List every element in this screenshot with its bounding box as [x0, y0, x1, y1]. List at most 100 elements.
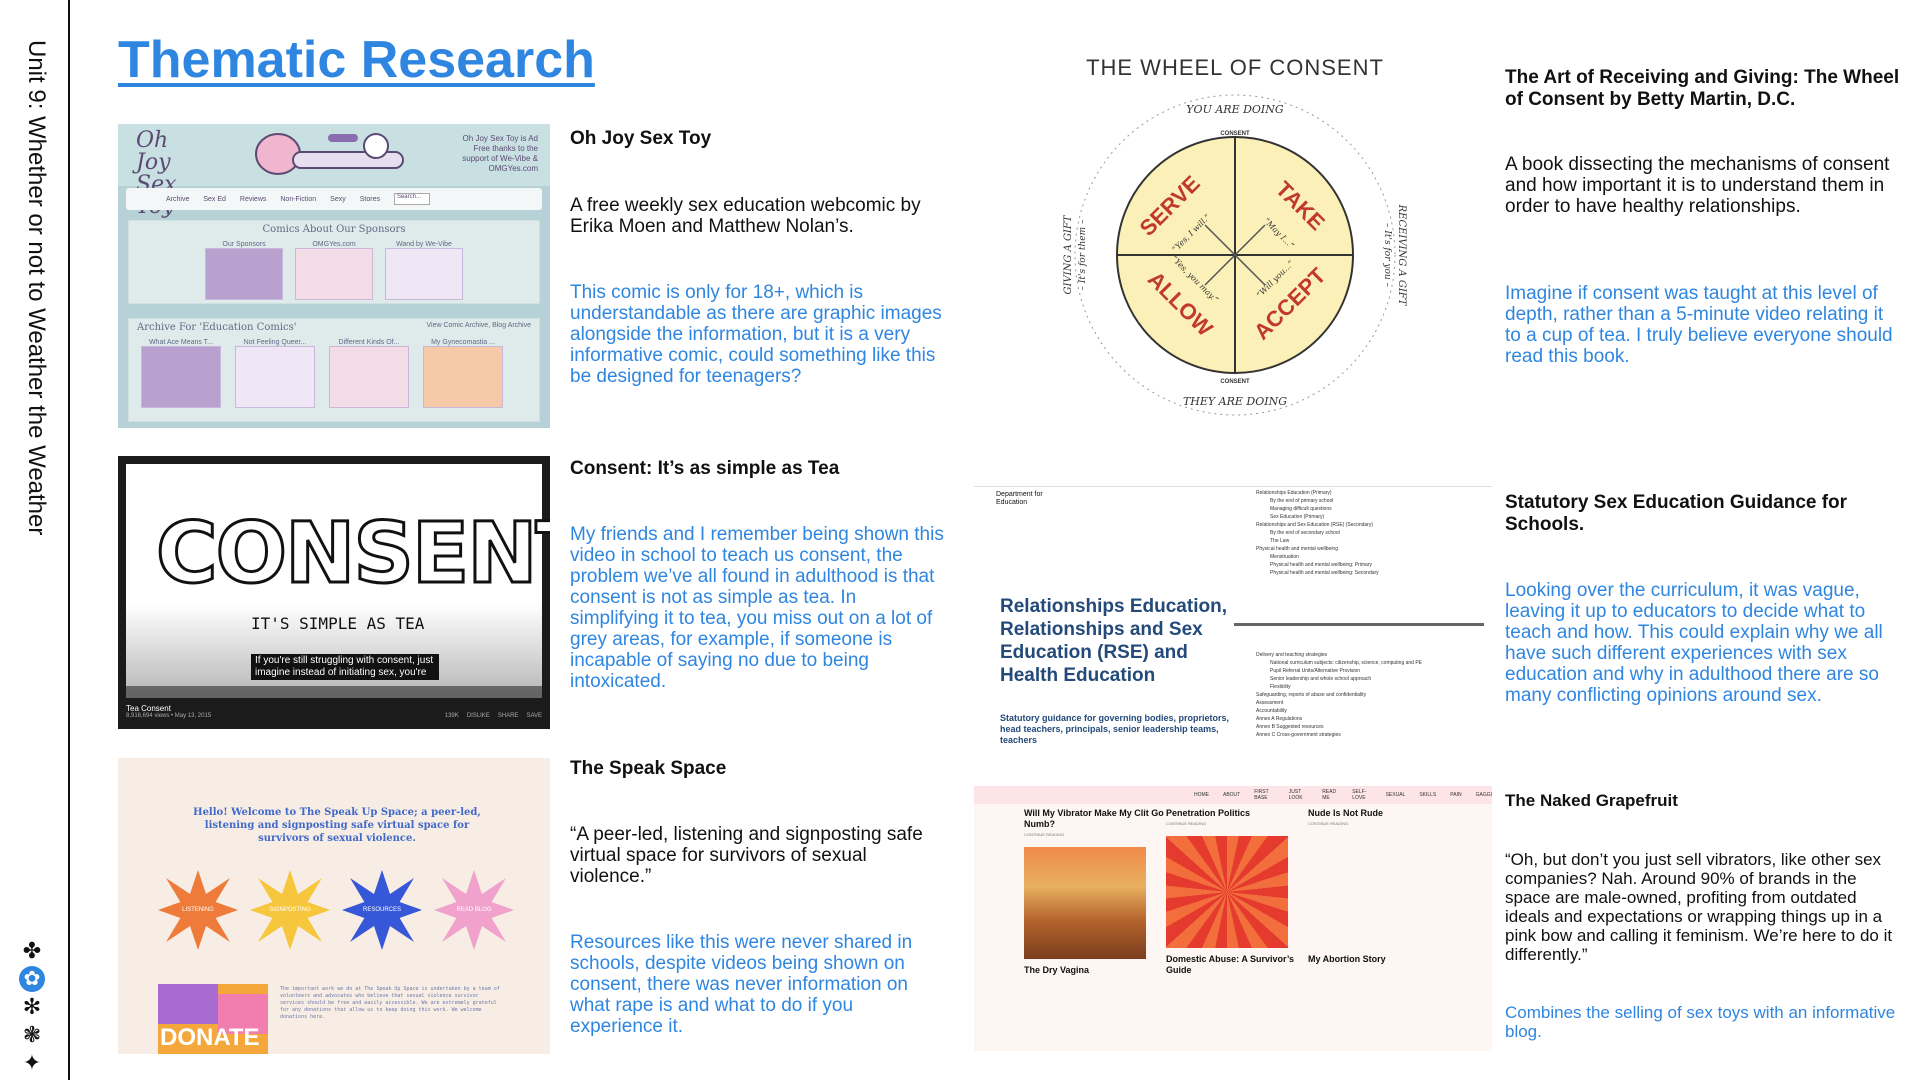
- tng-nav-item[interactable]: SELF-LOVE: [1352, 789, 1367, 801]
- video-title[interactable]: Tea Consent: [126, 704, 171, 713]
- speak-donation-text: The important work we do at The Speak Up…: [280, 986, 500, 1020]
- dfe-toc-entry: Annex A Regulations: [1256, 716, 1303, 722]
- ojst-nav-sexy[interactable]: Sexy: [330, 195, 346, 203]
- speak-burst-resources[interactable]: RESOURCES: [342, 870, 422, 950]
- ojst-archive-panel: Archive For 'Education Comics' View Comi…: [128, 318, 540, 422]
- tng-nav-item[interactable]: FIRST BASE: [1254, 789, 1269, 801]
- speak-burst-read-blog[interactable]: READ BLOG: [434, 870, 514, 950]
- tng-post-image-figure[interactable]: [1166, 836, 1288, 948]
- ojst-archive-thumb-2: [235, 346, 315, 408]
- ojst-archive-tile-4[interactable]: My Gynecomastia ...: [423, 339, 503, 408]
- dfe-toc-entry: Relationships Education (Primary): [1256, 490, 1332, 496]
- speak-burst-listening[interactable]: LISTENING: [158, 870, 238, 950]
- ojst-character-illustration: [255, 133, 404, 175]
- ojst-nav-sex-ed[interactable]: Sex Ed: [203, 195, 226, 203]
- dfe-toc-entry: National curriculum subjects: citizenshi…: [1270, 660, 1423, 666]
- ojst-archive-tile-1[interactable]: What Ace Means T...: [141, 339, 221, 408]
- tng-continue-reading[interactable]: CONTINUE READING: [1024, 832, 1065, 837]
- ojst-archive-tile-2[interactable]: Not Feeling Queer...: [235, 339, 315, 408]
- tng-nav-item[interactable]: JUST LOOK: [1288, 789, 1303, 801]
- tng-post-image-desert[interactable]: [1024, 847, 1146, 959]
- video-controls[interactable]: [126, 686, 542, 698]
- tng-post-title[interactable]: Penetration Politics: [1166, 808, 1251, 818]
- dfe-divider: [1234, 623, 1484, 626]
- tng-nav-item[interactable]: ABOUT: [1223, 792, 1241, 798]
- dfe-toc-entry: Menstruation: [1270, 554, 1299, 560]
- decorative-glyphs: ✤ ✿ ✻ ❃ ✦: [18, 938, 46, 1076]
- ojst-nav-stores[interactable]: Stores: [359, 195, 380, 203]
- wheel-diagram: YOU ARE DOING THEY ARE DOING SERVE TAKE …: [1063, 94, 1407, 416]
- ojst-sponsor-tile-1[interactable]: Our Sponsors: [205, 241, 283, 300]
- tng-nav-item[interactable]: SKILLS: [1419, 792, 1437, 798]
- tng-nav-item[interactable]: PAIN: [1450, 792, 1462, 798]
- card-speak-description: “A peer-led, listening and signposting s…: [570, 824, 923, 887]
- video-caption: If you're still struggling with consent,…: [251, 654, 439, 680]
- video-share-button[interactable]: SHARE: [497, 713, 519, 719]
- dfe-toc-entry: Annex B Suggested resources: [1256, 724, 1324, 730]
- dfe-toc-entry: Annex C Cross-government strategies: [1256, 732, 1341, 738]
- ojst-sponsor-note: Oh Joy Sex Toy is Ad Free thanks to the …: [462, 134, 538, 173]
- tng-post-title[interactable]: Will My Vibrator Make My Clit Go Numb?: [1024, 808, 1164, 829]
- wheel-right-label: RECEIVING A GIFT: [1396, 204, 1407, 307]
- tng-nav: HOME ABOUT FIRST BASE JUST LOOK READ ME …: [974, 786, 1492, 804]
- video-actions: 139K DISLIKE SHARE SAVE: [445, 713, 542, 719]
- dfe-subtitle: Statutory guidance for governing bodies,…: [1000, 713, 1230, 745]
- ojst-nav: Archive Sex Ed Reviews Non-Fiction Sexy …: [126, 188, 542, 210]
- tng-nav-item[interactable]: SEXUAL: [1385, 792, 1406, 798]
- speak-burst-signposting[interactable]: SIGNPOSTING: [250, 870, 330, 950]
- tng-continue-reading[interactable]: CONTINUE READING: [1166, 821, 1207, 826]
- ojst-nav-archive[interactable]: Archive: [166, 195, 190, 203]
- tng-nav-item[interactable]: READ ME: [1322, 789, 1337, 801]
- dfe-toc-entry: Pupil Referral Units/Alternative Provisi…: [1270, 668, 1361, 674]
- ojst-archive-label-3: Different Kinds Of...: [338, 339, 400, 346]
- tng-post-title[interactable]: Domestic Abuse: A Survivor’s Guide: [1166, 954, 1295, 975]
- dfe-toc-entry: Physical health and mental wellbeing: [1256, 546, 1338, 552]
- ojst-archive-thumb-4: [423, 346, 503, 408]
- tng-post-title[interactable]: Nude Is Not Rude: [1308, 808, 1384, 818]
- ojst-sponsor-label-3: Wand by We-Vibe: [396, 241, 452, 248]
- wheel-bottom-label: THEY ARE DOING: [1183, 395, 1287, 408]
- flower-glyph-icon: ✤: [22, 938, 42, 963]
- ojst-archive-label-4: My Gynecomastia ...: [431, 339, 495, 346]
- dfe-toc-entry: Physical health and mental wellbeing: Se…: [1270, 570, 1379, 576]
- wheel-title: THE WHEEL OF CONSENT: [1086, 55, 1384, 80]
- tng-post-title[interactable]: The Dry Vagina: [1024, 965, 1090, 975]
- dfe-toc-entry: Assessment: [1256, 700, 1284, 706]
- tng-nav-item[interactable]: GAGGI: [1475, 792, 1492, 798]
- dfe-toc-entry: Sex Education (Primary): [1270, 514, 1325, 520]
- ojst-sponsor-tile-2[interactable]: OMGYes.com: [295, 241, 373, 300]
- ojst-nav-non-fiction[interactable]: Non-Fiction: [280, 195, 317, 203]
- dfe-toc-entry: Managing difficult questions: [1270, 506, 1332, 512]
- ojst-archive-tile-3[interactable]: Different Kinds Of...: [329, 339, 409, 408]
- ojst-nav-reviews[interactable]: Reviews: [239, 195, 267, 203]
- wheel-top-label: YOU ARE DOING: [1186, 103, 1284, 116]
- ojst-sponsor-panel: Comics About Our Sponsors Our Sponsors O…: [128, 220, 540, 304]
- tng-continue-reading[interactable]: CONTINUE READING: [1308, 821, 1349, 826]
- card-wheel-reflection: Imagine if consent was taught at this le…: [1505, 283, 1893, 367]
- speak-burst-listening-label: LISTENING: [182, 907, 214, 913]
- card-ojst-description: A free weekly sex education webcomic by …: [570, 195, 921, 237]
- ojst-sponsor-tile-3[interactable]: Wand by We-Vibe: [385, 241, 463, 300]
- ojst-search-input[interactable]: Search...: [393, 193, 430, 205]
- wheel-consent-bottom: CONSENT: [1220, 379, 1250, 385]
- tng-post-col-1: Will My Vibrator Make My Clit Go Numb? C…: [1024, 808, 1174, 976]
- tng-post-title[interactable]: My Abortion Story: [1308, 954, 1386, 964]
- ojst-archive-links[interactable]: View Comic Archive, Blog Archive: [426, 322, 531, 329]
- page-title[interactable]: Thematic Research: [118, 31, 595, 89]
- video-save-button[interactable]: SAVE: [526, 713, 542, 719]
- card-tea-heading: Consent: It’s as simple as Tea: [570, 458, 840, 479]
- video-tea-subtitle: IT'S SIMPLE AS TEA: [251, 614, 425, 633]
- left-rail: Unit 9: Whether or not to Weather the We…: [0, 0, 70, 1080]
- dfe-toc-entry: Safeguarding, reports of abuse and confi…: [1256, 692, 1367, 698]
- tng-post-col-3: Nude Is Not Rude CONTINUE READING My Abo…: [1308, 808, 1458, 965]
- speak-donate-banner[interactable]: DONATE: [158, 984, 268, 1054]
- video-like-button[interactable]: 139K: [444, 713, 459, 719]
- snowflake-glyph-icon: ❃: [22, 1022, 42, 1047]
- ojst-header: Oh Joy Sex Toy Oh Joy Sex Toy is Ad Free…: [118, 124, 550, 218]
- card-speak-heading: The Speak Space: [570, 758, 727, 779]
- tng-nav-item[interactable]: HOME: [1194, 792, 1209, 798]
- card-tng-reflection: Combines the selling of sex toys with an…: [1505, 1003, 1896, 1041]
- dfe-toc-entry: Physical health and mental wellbeing: Pr…: [1270, 562, 1372, 568]
- video-player[interactable]: CONSENT IT'S SIMPLE AS TEA If you're sti…: [126, 464, 550, 698]
- video-dislike-button[interactable]: DISLIKE: [466, 713, 490, 719]
